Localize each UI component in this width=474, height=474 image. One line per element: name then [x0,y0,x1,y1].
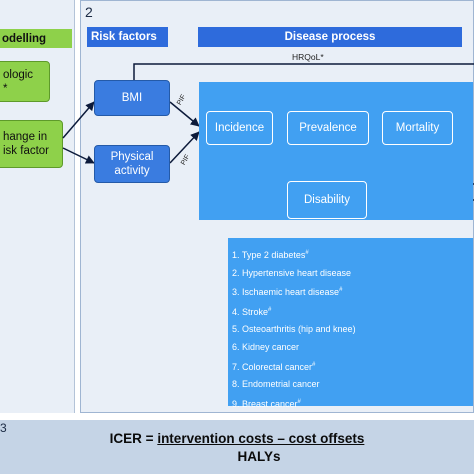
disease-item: 1. Type 2 diabetes# [232,245,473,265]
bmi-box: BMI [94,80,170,116]
disability-label: Disability [303,194,350,206]
physical-activity-line-2: activity [114,165,150,177]
section-2-number: 2 [85,4,93,20]
icer-equals: = [145,431,154,446]
disease-item: 9. Breast cancer# [232,394,473,414]
disease-item-mark: # [268,306,272,313]
logic-box-line-2: * [3,82,8,95]
icer-denominator: HALYs [237,449,281,464]
disease-item-text: 1. Type 2 diabetes [232,250,306,260]
disease-item: 3. Ischaemic heart disease# [232,282,473,302]
disease-item: 7. Colorectal cancer# [232,357,473,377]
disease-item: 2. Hypertensive heart disease [232,265,473,283]
disease-item-mark: # [297,398,301,405]
section-3-panel [0,420,474,474]
icer-label: ICER [109,431,142,446]
disease-items: 1. Type 2 diabetes#2. Hypertensive heart… [228,238,473,413]
disease-item: 5. Osteoarthritis (hip and knee) [232,321,473,339]
hrqol-line [133,63,474,80]
disease-item: 6. Kidney cancer [232,339,473,357]
disease-item-mark: # [312,361,316,368]
disease-item-mark: # [339,287,343,294]
hrqol-label: HRQoL* [292,52,324,62]
disease-process-header: Disease process [198,27,462,47]
change-in-risk-factor-box: hange in isk factor [0,120,63,168]
disease-item-text: 9. Breast cancer [232,398,298,409]
incidence-box: Incidence [206,111,273,145]
disease-item: 8. Endometrial cancer [232,376,473,394]
mortality-label: Mortality [395,122,440,134]
prevalence-box: Prevalence [287,111,369,145]
icer-formula-denominator-line: HALYs [0,449,474,464]
disease-process-header-label: Disease process [284,31,376,43]
bmi-label: BMI [121,92,143,104]
disease-item-text: 7. Colorectal cancer [232,361,313,372]
arrow-to-physical-activity [62,147,95,164]
disease-item-text: 8. Endometrial cancer [232,379,320,390]
disease-item-text: 4. Stroke [232,306,269,317]
icer-formula-numerator-line: ICER = intervention costs – cost offsets [0,431,474,446]
mortality-box: Mortality [382,111,453,145]
arrow-to-bmi [62,101,95,139]
change-box-line-2: isk factor [3,145,50,157]
incidence-label: Incidence [214,122,265,134]
risk-factors-header-label: Risk factors [91,31,157,43]
disease-item: 4. Stroke# [232,302,473,322]
section-3-number: 3 [0,421,7,435]
arrow-pa-to-incidence [169,131,200,164]
disease-list: 1. Type 2 diabetes#2. Hypertensive heart… [228,238,473,409]
disease-item-text: 2. Hypertensive heart disease [232,267,352,278]
disability-box: Disability [287,181,367,219]
icer-numerator: intervention costs – cost offsets [157,431,365,446]
logic-box: ologic * [0,61,50,102]
prevalence-label: Prevalence [299,122,357,134]
disease-item-text: 5. Osteoarthritis (hip and knee) [232,324,356,335]
disease-item-text: 3. Ischaemic heart disease [232,287,340,298]
disease-item-mark: # [305,250,309,256]
physical-activity-line-1: Physical [110,151,154,163]
modelling-header: odelling [0,29,72,48]
change-box-line-1: hange in [3,131,48,143]
disease-item-text: 6. Kidney cancer [232,341,300,352]
arrow-bmi-to-incidence [169,101,200,127]
logic-box-line-1: ologic [3,68,34,81]
physical-activity-box: Physical activity [94,145,170,183]
risk-factors-header: Risk factors [87,27,168,47]
modelling-header-label: odelling [2,32,47,45]
